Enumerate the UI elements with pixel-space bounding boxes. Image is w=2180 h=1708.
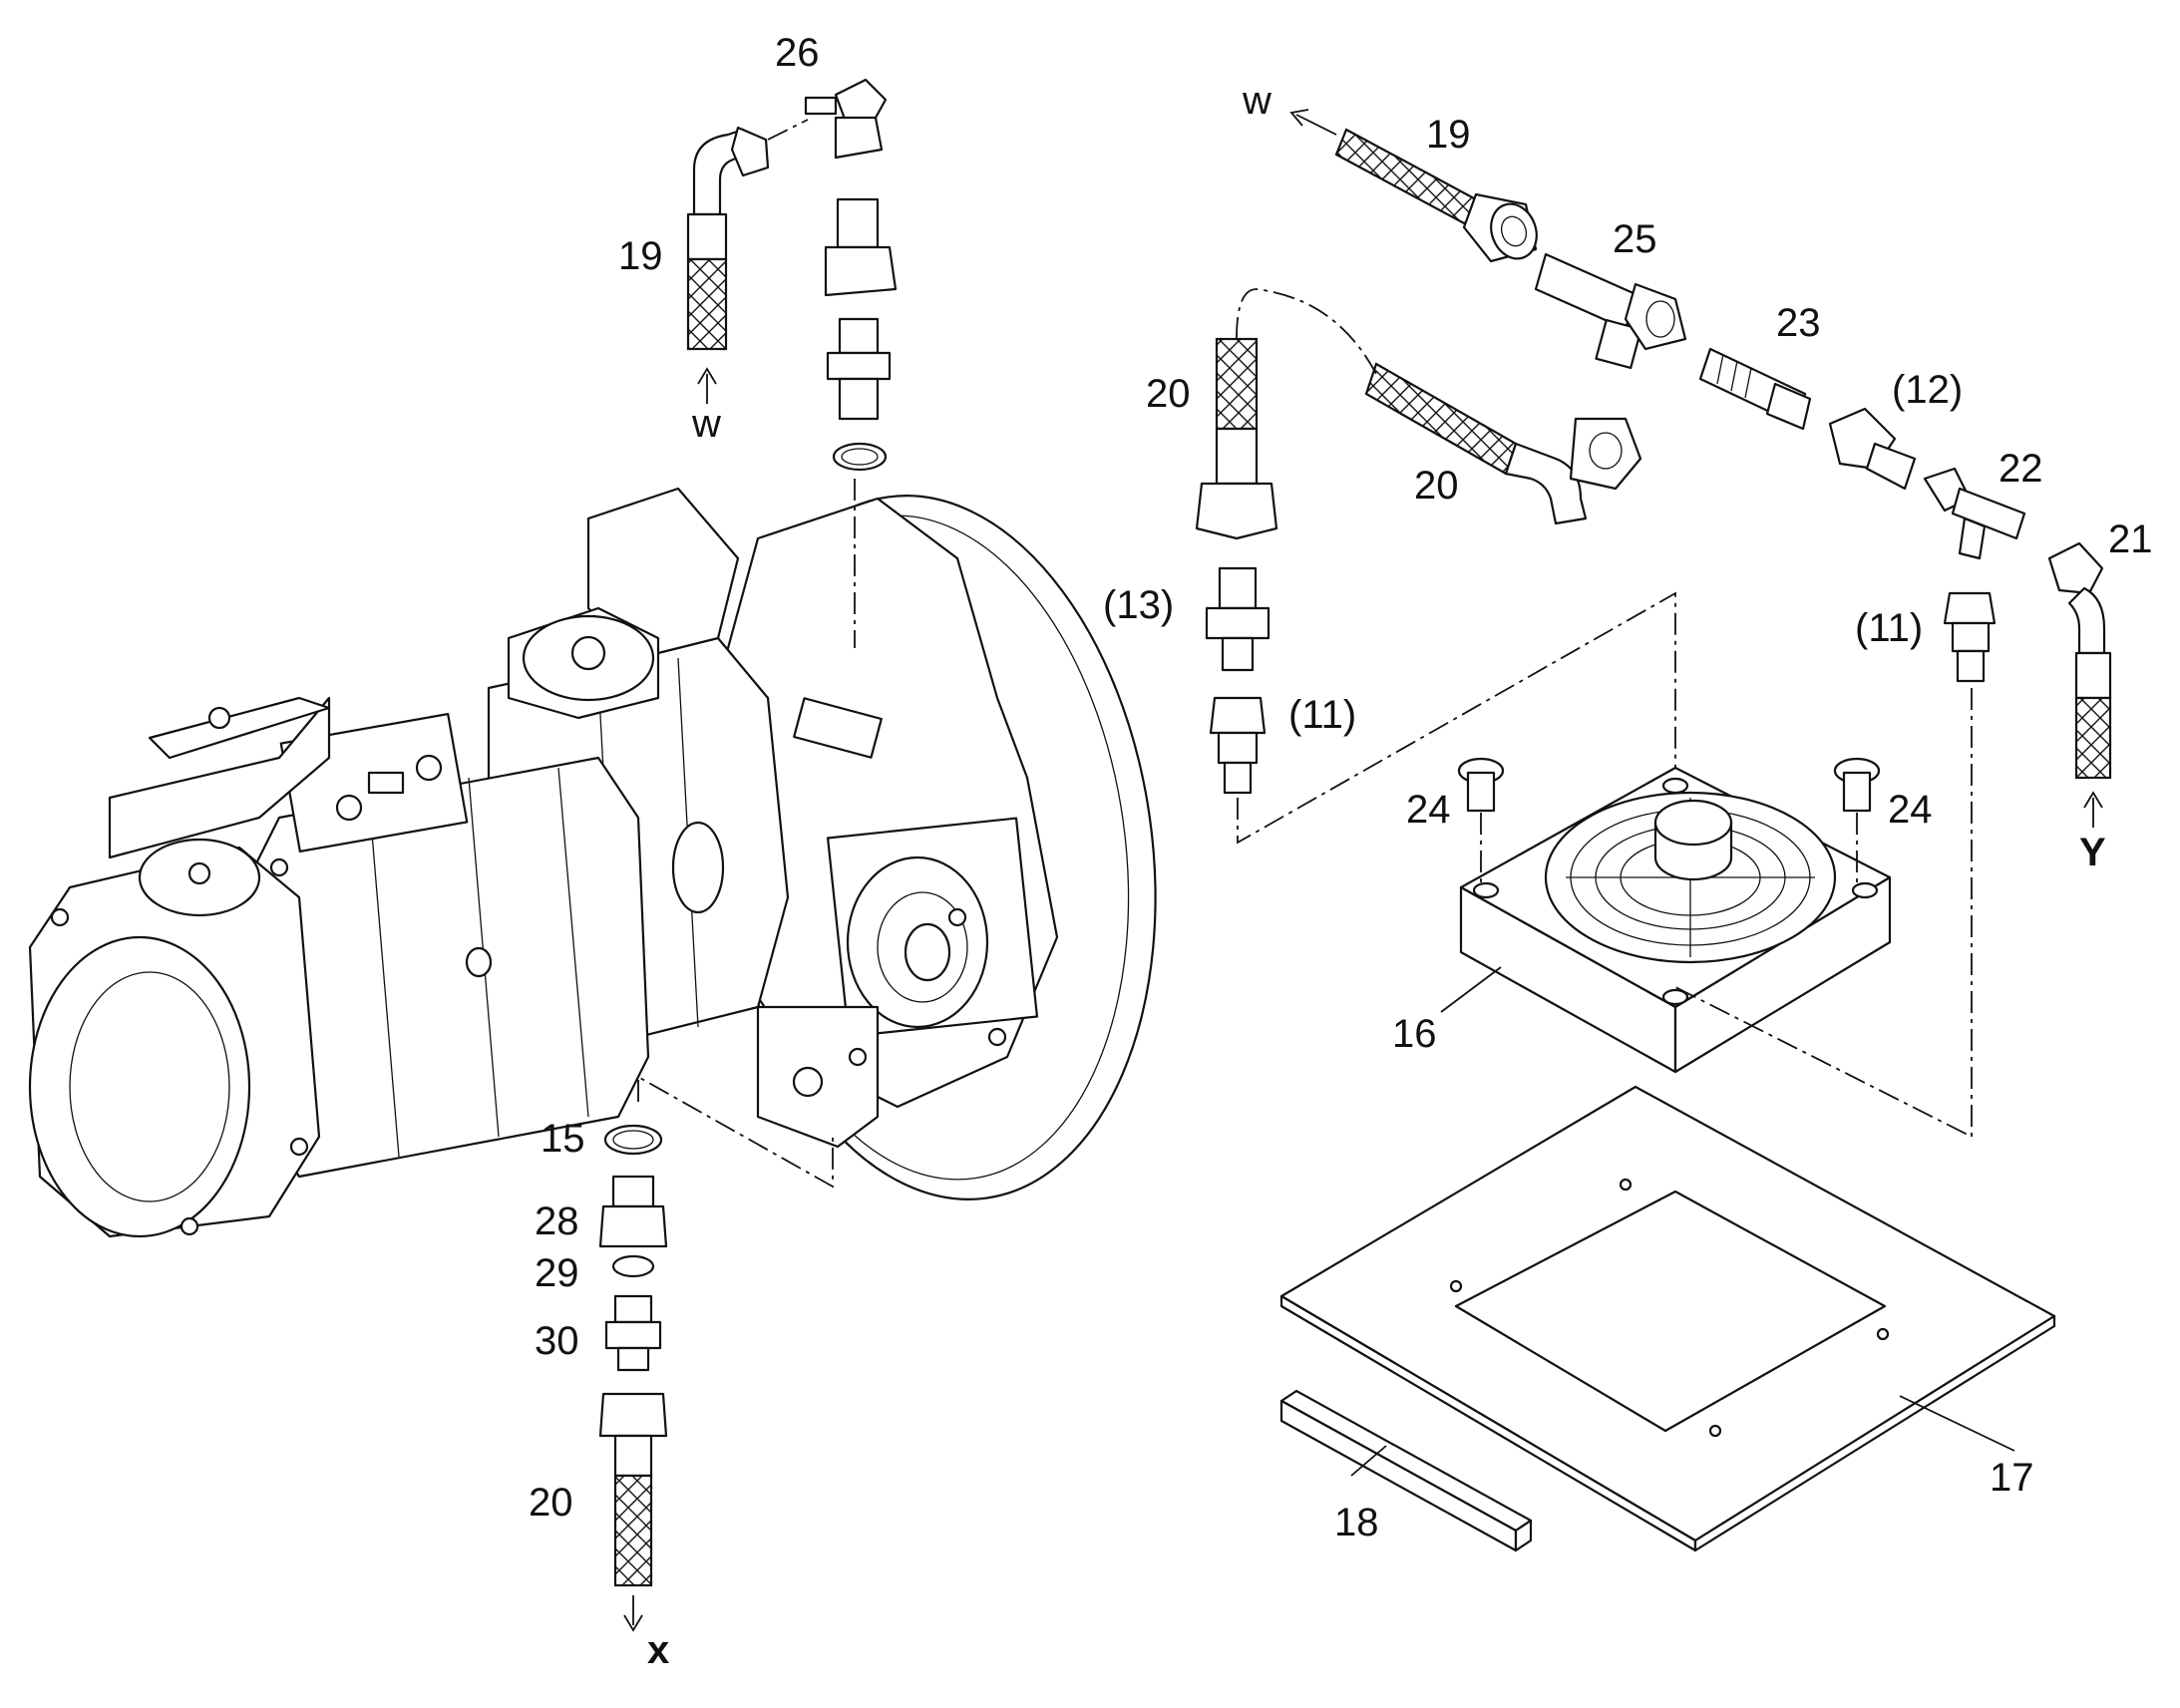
- hose-20-vertical: [1195, 337, 1278, 540]
- label-Y: Y: [2079, 831, 2106, 874]
- callout-labels: 26 19 w w 19 25 23 (12) 20 20 22 21 (13)…: [529, 31, 2153, 1672]
- mounting-plate-17: [1279, 1085, 2056, 1552]
- hose-21: [2047, 541, 2112, 780]
- label-20-top: 20: [1146, 372, 1191, 416]
- label-13: (13): [1103, 583, 1174, 627]
- fitting-23: [1698, 347, 1812, 431]
- label-16: 16: [1392, 1012, 1437, 1056]
- leader-17: [1899, 1395, 2015, 1452]
- label-15: 15: [541, 1117, 585, 1161]
- tee-22: [1923, 467, 2026, 560]
- label-11-left: (11): [1288, 693, 1356, 737]
- label-20-bottom: 20: [529, 1481, 573, 1525]
- tee-25: [1534, 252, 1687, 370]
- label-18: 18: [1334, 1501, 1379, 1544]
- label-19-left: 19: [618, 234, 663, 278]
- label-24-left: 24: [1406, 788, 1451, 832]
- fitting-13: [1205, 566, 1271, 672]
- leader-18: [1350, 1445, 1387, 1477]
- label-25: 25: [1613, 217, 1657, 261]
- centerline-11-left: [1237, 591, 1676, 845]
- label-29: 29: [535, 1251, 579, 1295]
- arrow-w-left: [697, 367, 717, 404]
- label-11-right: (11): [1855, 606, 1923, 650]
- arrow-y: [2083, 791, 2103, 828]
- label-12: (12): [1892, 368, 1963, 412]
- bolt-24-right: [1833, 757, 1881, 813]
- fitting-12: [1828, 407, 1917, 491]
- label-w-left: w: [691, 402, 721, 446]
- fitting-stack-top: [804, 78, 898, 472]
- bolt-24-left: [1457, 757, 1505, 813]
- fitting-11-right: [1943, 591, 1997, 683]
- arrow-w-top: [1289, 109, 1337, 136]
- label-19-top: 19: [1426, 113, 1471, 157]
- centerline-15: [637, 1075, 834, 1189]
- label-w-top: w: [1242, 79, 1272, 123]
- label-30: 30: [535, 1319, 579, 1363]
- centerline-20: [1236, 288, 1377, 375]
- label-26: 26: [775, 31, 820, 75]
- hose-19-left: [686, 126, 770, 351]
- foam-strip-18: [1279, 1389, 1533, 1552]
- label-23: 23: [1776, 301, 1821, 345]
- centerline-11-right: [1674, 688, 1973, 1139]
- label-22: 22: [1998, 447, 2043, 491]
- centerline-26: [767, 119, 809, 141]
- arrow-x: [623, 1595, 643, 1632]
- bottom-fitting-stack: [598, 1124, 668, 1587]
- label-20-mid: 20: [1414, 464, 1459, 508]
- label-21: 21: [2108, 517, 2153, 561]
- label-24-right: 24: [1888, 788, 1933, 832]
- label-28: 28: [535, 1199, 579, 1243]
- hose-19-top: [1334, 128, 1538, 263]
- label-X: x: [647, 1628, 669, 1672]
- oil-cooler-16: [1459, 766, 1892, 1074]
- label-17: 17: [1990, 1456, 2034, 1500]
- hose-20-angled: [1364, 362, 1642, 525]
- pump-assembly: [28, 487, 1157, 1238]
- leader-16: [1440, 966, 1502, 1013]
- fitting-11-left: [1209, 696, 1267, 795]
